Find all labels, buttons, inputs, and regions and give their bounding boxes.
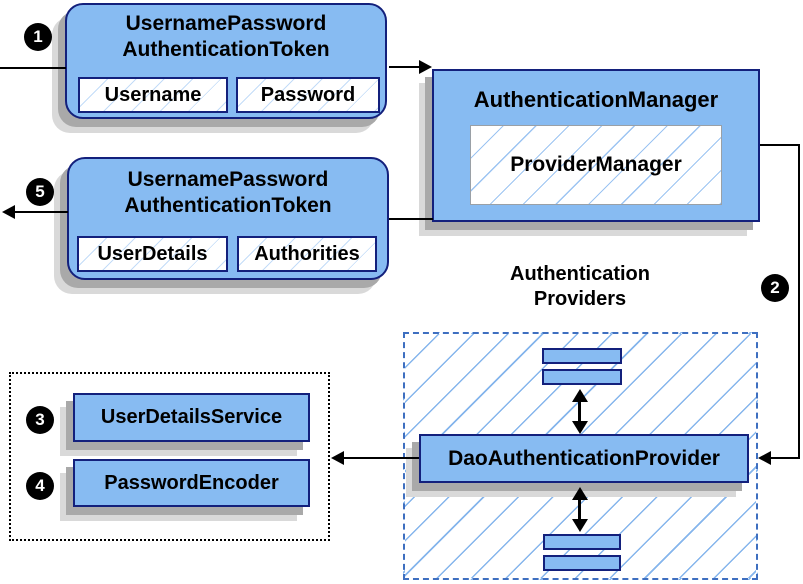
field-user-details: UserDetails — [77, 236, 228, 272]
double-arrow-providers-bottom — [571, 487, 589, 532]
double-arrow-up-head — [572, 389, 588, 402]
arrowhead-response-out — [2, 205, 15, 219]
provider-stub-bar-bottom-1 — [543, 534, 621, 550]
step-3-badge: 3 — [26, 406, 54, 434]
step-1-badge: 1 — [24, 23, 52, 51]
arrowhead-into-dao-provider — [758, 451, 771, 465]
node-user-details-service: UserDetailsService — [73, 393, 310, 442]
flow-line-manager-to-provider-bottom — [770, 457, 800, 459]
double-arrow-down-head — [572, 421, 588, 434]
arrowhead-token-to-manager — [419, 60, 432, 74]
node-authentication-manager: AuthenticationManager ProviderManager — [432, 69, 760, 222]
field-password: Password — [236, 77, 380, 113]
node-authentication-token-request: UsernamePassword AuthenticationToken Use… — [65, 3, 387, 119]
step-2-badge: 2 — [761, 274, 789, 302]
flow-line-response-out — [12, 211, 68, 213]
flow-line-manager-to-provider-top — [760, 144, 800, 146]
flow-line-token-to-manager — [389, 66, 420, 68]
node-title: UsernamePassword AuthenticationToken — [122, 12, 330, 61]
double-arrow-down-head — [572, 519, 588, 532]
flow-line-manager-to-provider-vertical — [798, 144, 800, 459]
node-title: AuthenticationManager — [473, 87, 719, 112]
node-password-encoder: PasswordEncoder — [73, 459, 310, 507]
provider-stub-bar-top-1 — [542, 348, 622, 364]
flow-line-manager-to-response-token — [389, 218, 433, 220]
double-arrow-up-head — [572, 487, 588, 500]
field-authorities: Authorities — [237, 236, 377, 272]
step-4-badge: 4 — [26, 472, 54, 500]
node-authentication-token-response: UsernamePassword AuthenticationToken Use… — [67, 157, 389, 280]
provider-stub-bar-bottom-2 — [543, 555, 621, 571]
node-title: UsernamePassword AuthenticationToken — [124, 168, 332, 217]
double-arrow-providers-top — [571, 389, 589, 434]
provider-stub-bar-top-2 — [542, 369, 622, 385]
step-5-badge: 5 — [26, 178, 54, 206]
field-username: Username — [78, 77, 228, 113]
node-dao-authentication-provider: DaoAuthenticationProvider — [419, 434, 749, 483]
arrowhead-dao-to-services — [331, 451, 344, 465]
double-arrow-stem — [578, 497, 581, 522]
node-provider-manager: ProviderManager — [470, 125, 722, 205]
double-arrow-stem — [578, 399, 581, 424]
authentication-providers-heading: Authentication Providers — [510, 263, 650, 310]
flow-line-dao-to-services — [343, 457, 419, 459]
flow-line-incoming-request — [0, 67, 66, 69]
